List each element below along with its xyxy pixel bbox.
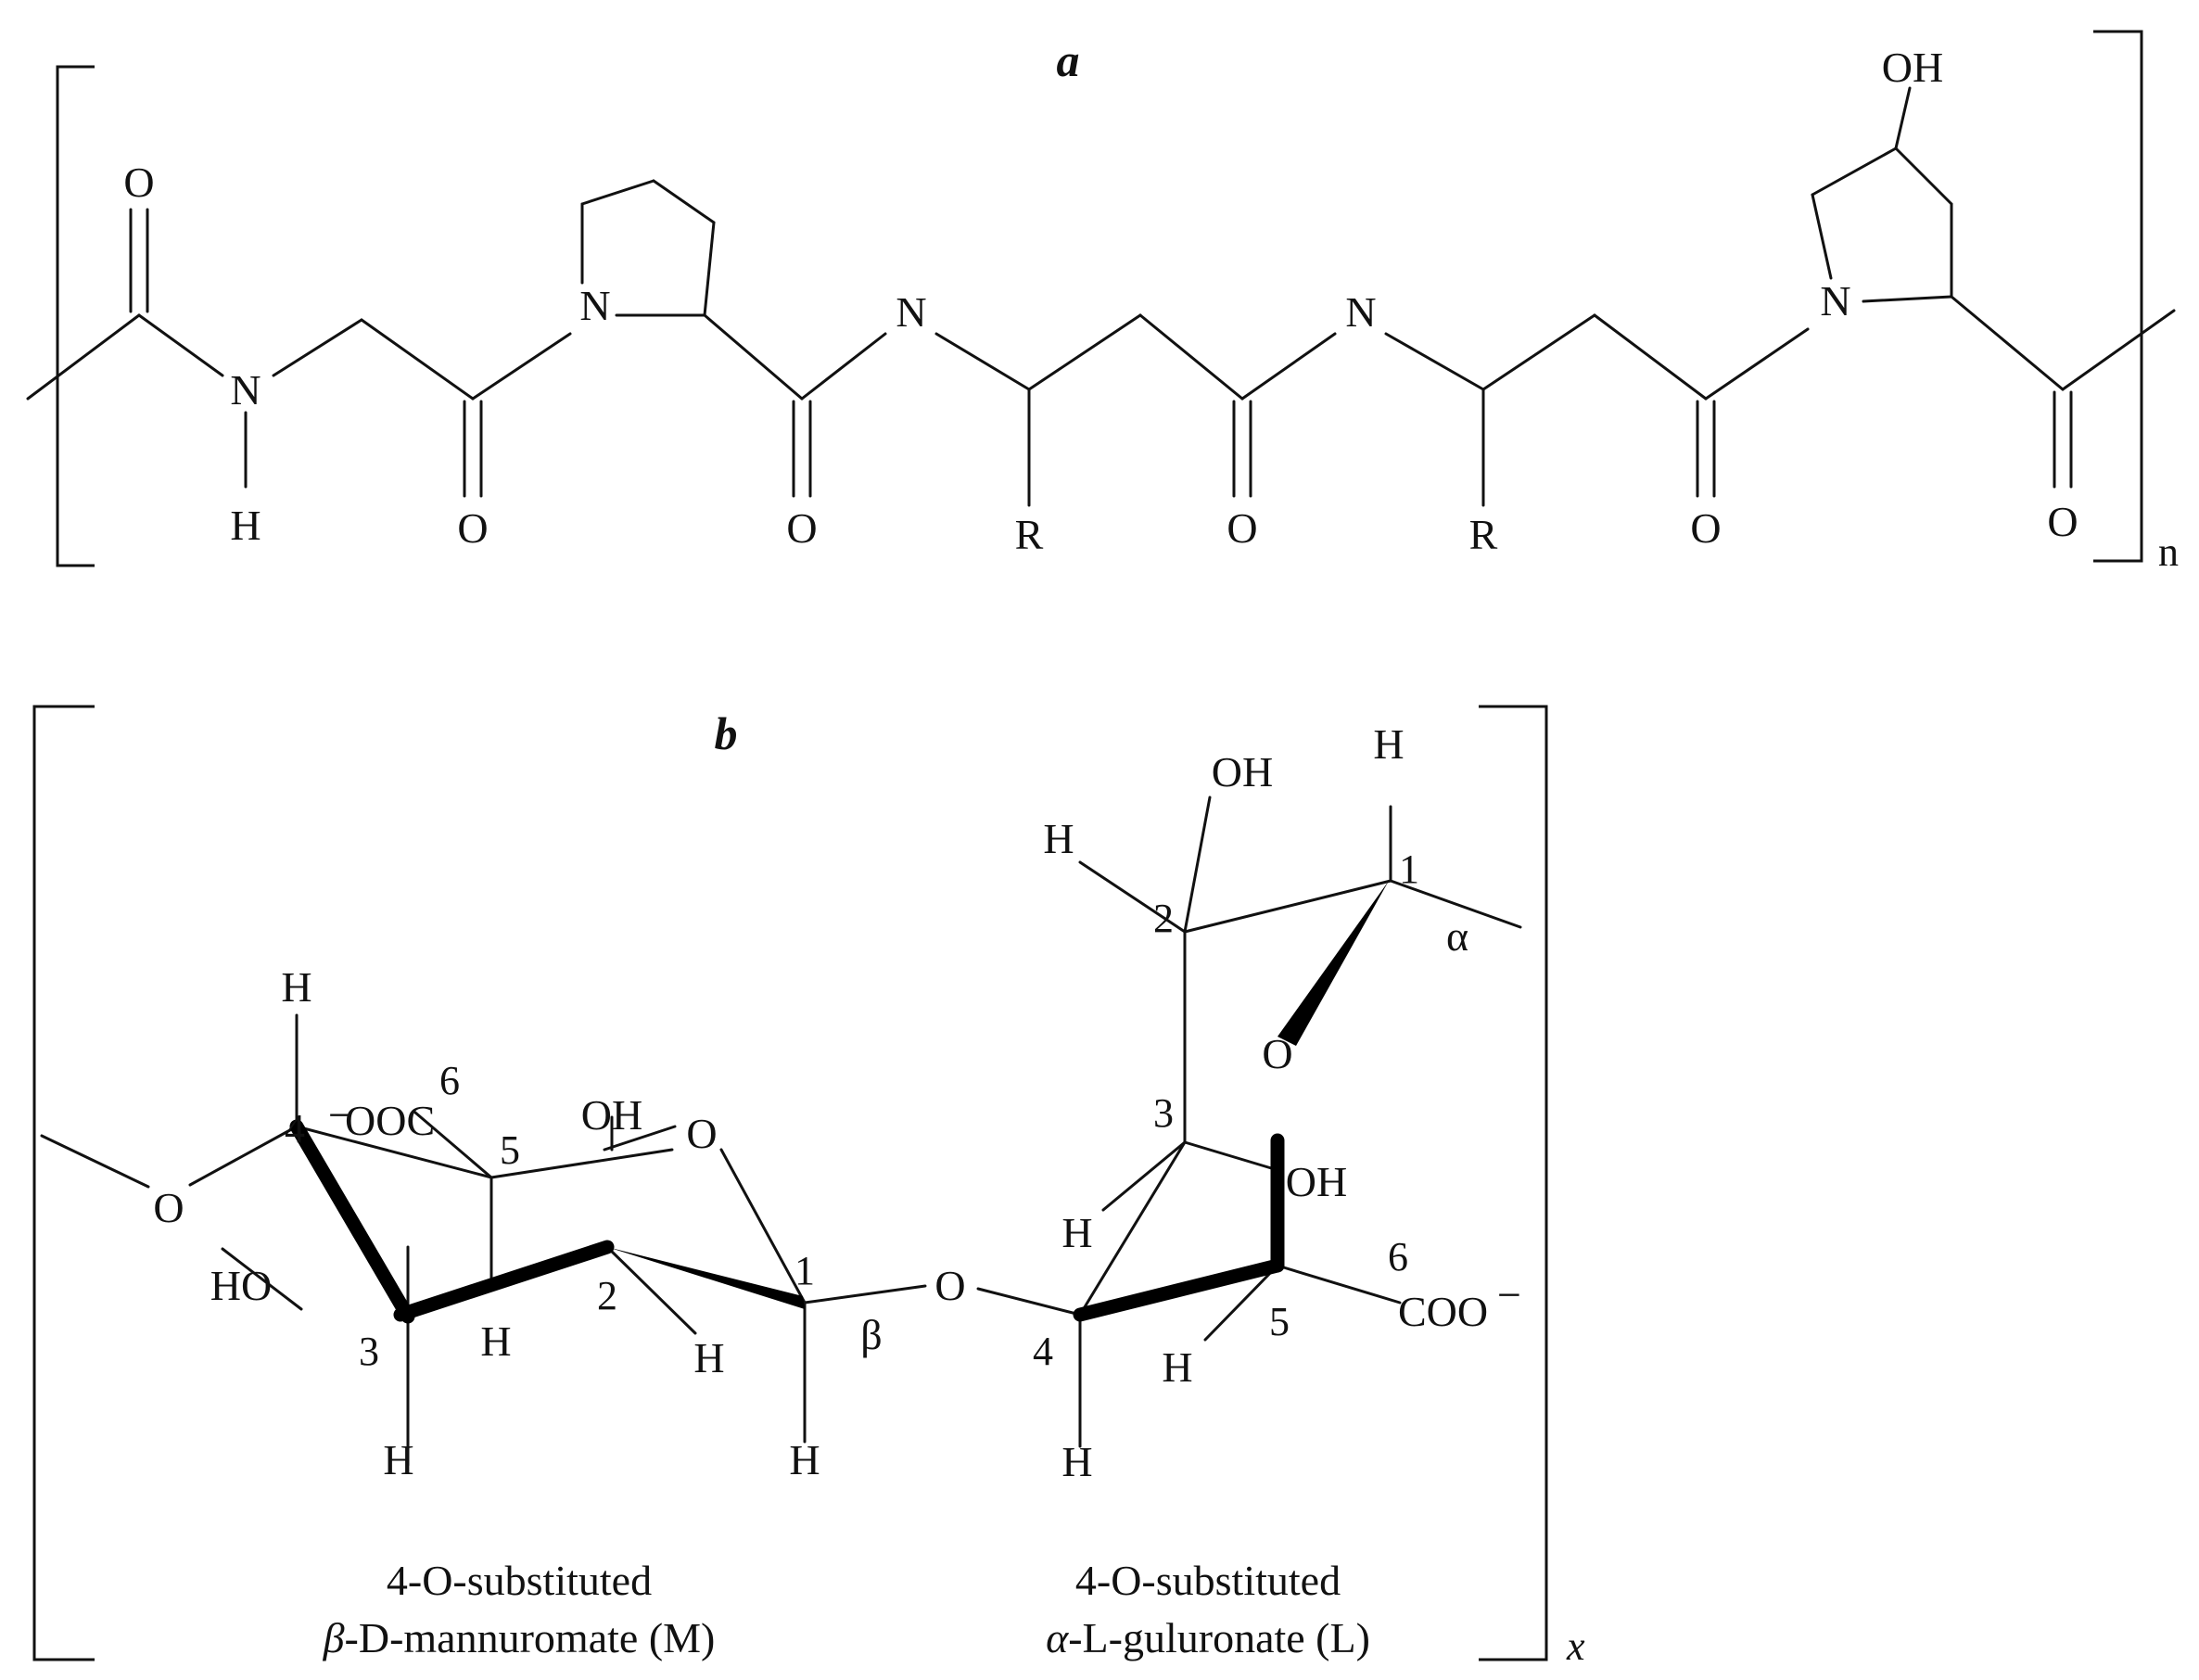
b-l-c2-oh: OH xyxy=(1212,748,1273,795)
b-l-c3-h: H xyxy=(1061,1209,1092,1256)
a-amide-h: H xyxy=(230,502,261,549)
b-m-c3-h: H xyxy=(383,1436,413,1483)
b-l-c4-h: H xyxy=(1061,1438,1092,1485)
a-ring-n-1: N xyxy=(579,282,610,329)
b-glycosidic-o-left: O xyxy=(153,1184,184,1231)
panel-b-alginate-structure: b x xyxy=(32,705,1585,1669)
b-m-c6-number: 6 xyxy=(439,1058,460,1103)
b-l-c4-number: 4 xyxy=(1033,1329,1053,1374)
b-l-c3-number: 3 xyxy=(1153,1090,1174,1136)
b-l-c1-h: H xyxy=(1373,720,1404,768)
caption-m-line1: 4-O-substituted xyxy=(387,1557,652,1604)
panel-a-right-bracket xyxy=(2093,30,2143,563)
b-m-c3-number: 3 xyxy=(359,1329,379,1374)
panel-a-left-bracket xyxy=(56,65,95,567)
b-l-c2-number: 2 xyxy=(1153,896,1174,941)
panel-a-subscript-n: n xyxy=(2158,529,2179,575)
b-l-carboxylate-minus: − xyxy=(1497,1271,1521,1318)
b-m-carboxylate-minus: − xyxy=(328,1091,352,1139)
b-m-c5-h: H xyxy=(480,1317,511,1365)
b-m-c5-number: 5 xyxy=(500,1127,520,1173)
a-amide-n-3: N xyxy=(1345,288,1376,336)
b-m-c2-oh: OH xyxy=(581,1091,642,1139)
caption-m-name: -D-mannuromate (M) xyxy=(345,1614,716,1661)
caption-l-line2: α-L-guluronate (L) xyxy=(1046,1614,1370,1661)
b-l-c2-h: H xyxy=(1043,815,1074,862)
a-carbonyl-o-3: O xyxy=(786,504,817,552)
b-m-c1-h: H xyxy=(789,1436,820,1483)
b-alpha-linkage: α xyxy=(1446,912,1468,960)
b-l-c5-h: H xyxy=(1162,1343,1192,1391)
caption-l-name: -L-guluronate (L) xyxy=(1068,1614,1370,1661)
panel-b-left-bracket xyxy=(32,705,95,1661)
b-m-ring-o: O xyxy=(686,1110,717,1157)
a-ring-n-2: N xyxy=(1820,277,1850,325)
b-m-c3-ho: HO xyxy=(210,1262,272,1309)
b-beta-linkage: β xyxy=(860,1311,882,1358)
b-m-c1-number: 1 xyxy=(794,1248,815,1293)
caption-l-line1: 4-O-substituted xyxy=(1075,1557,1341,1604)
a-hydroxyl-oh: OH xyxy=(1882,44,1943,91)
b-l-c6-number: 6 xyxy=(1388,1234,1408,1279)
panel-a-label: a xyxy=(1057,34,1080,86)
a-carbonyl-o-2: O xyxy=(457,504,488,552)
a-amide-n-2: N xyxy=(896,288,926,336)
b-m-c2-h: H xyxy=(693,1334,724,1381)
panel-b-bold-bonds xyxy=(289,881,1389,1324)
b-m-carboxylate: OOC xyxy=(345,1097,435,1144)
b-m-c4-h: H xyxy=(281,963,311,1011)
panel-b-label: b xyxy=(715,707,738,759)
a-r-group-1: R xyxy=(1015,511,1044,558)
a-carbonyl-o-1: O xyxy=(123,159,154,206)
panel-b-right-bracket xyxy=(1479,705,1548,1661)
caption-m-line2: β-D-mannuromate (M) xyxy=(323,1614,716,1661)
b-l-c1-number: 1 xyxy=(1399,846,1419,892)
b-glycosidic-o-center: O xyxy=(934,1262,965,1309)
caption-m-greek: β xyxy=(323,1614,345,1661)
panel-b-subscript-x: x xyxy=(1566,1623,1585,1669)
a-carbonyl-o-4: O xyxy=(1227,504,1257,552)
a-carbonyl-o-5: O xyxy=(1690,504,1721,552)
b-l-c3-oh: OH xyxy=(1286,1158,1347,1205)
panel-a-collagen-structure: a n xyxy=(26,30,2179,575)
a-r-group-2: R xyxy=(1469,511,1498,558)
b-l-ring-o: O xyxy=(1262,1030,1292,1077)
b-l-c5-number: 5 xyxy=(1269,1299,1290,1344)
b-m-c2-number: 2 xyxy=(597,1273,617,1318)
b-m-c4-number: 4 xyxy=(285,1106,305,1152)
a-amide-n-1: N xyxy=(230,366,261,414)
caption-l-greek: α xyxy=(1046,1614,1069,1661)
panel-b-thin-bonds xyxy=(40,795,1522,1467)
panel-a-bonds xyxy=(26,86,2176,507)
b-l-carboxylate: COO xyxy=(1398,1288,1488,1335)
a-carbonyl-o-6: O xyxy=(2047,498,2078,545)
